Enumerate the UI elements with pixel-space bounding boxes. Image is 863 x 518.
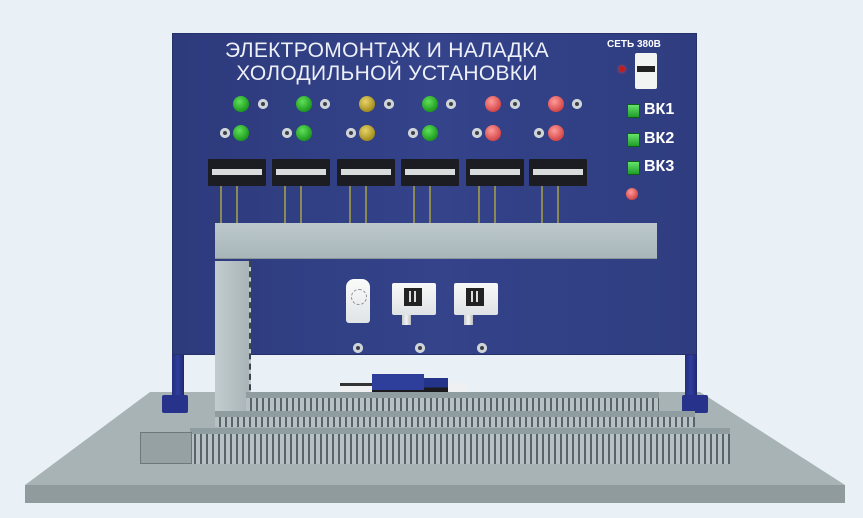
socket-icon[interactable] bbox=[258, 99, 268, 109]
training-panel: ЭЛЕКТРОМОНТАЖ И НАЛАДКА ХОЛОДИЛЬНОЙ УСТА… bbox=[172, 33, 697, 421]
terminal-block bbox=[208, 159, 266, 186]
indicator-lamp-red bbox=[485, 96, 501, 112]
indicator-lamp-yellow bbox=[359, 96, 375, 112]
terminal-block bbox=[337, 159, 395, 186]
socket-icon[interactable] bbox=[353, 343, 363, 353]
terminal-block bbox=[529, 159, 587, 186]
socket-icon[interactable] bbox=[415, 343, 425, 353]
switch-led-icon bbox=[627, 104, 640, 118]
socket-icon[interactable] bbox=[220, 128, 230, 138]
socket-icon[interactable] bbox=[320, 99, 330, 109]
thermostat[interactable] bbox=[346, 279, 370, 323]
socket-icon[interactable] bbox=[282, 128, 292, 138]
switch-led-icon bbox=[627, 133, 640, 147]
horizontal-cable-duct bbox=[215, 223, 657, 258]
right-foot bbox=[682, 395, 708, 413]
network-label: СЕТЬ 380В bbox=[607, 39, 661, 50]
terminal-block bbox=[466, 159, 524, 186]
switch-label: ВК2 bbox=[644, 130, 675, 147]
indicator-lamp-green bbox=[296, 125, 312, 141]
cable-duct-side bbox=[140, 432, 192, 464]
cable-duct-front bbox=[190, 428, 730, 464]
left-foot bbox=[162, 395, 188, 413]
socket-icon[interactable] bbox=[408, 128, 418, 138]
socket-icon[interactable] bbox=[477, 343, 487, 353]
cable-duct-middle bbox=[215, 411, 695, 427]
socket-icon[interactable] bbox=[572, 99, 582, 109]
panel-title: ЭЛЕКТРОМОНТАЖ И НАЛАДКА ХОЛОДИЛЬНОЙ УСТА… bbox=[172, 39, 602, 85]
cable-duct-back bbox=[246, 392, 659, 412]
indicator-lamp-green bbox=[296, 96, 312, 112]
socket-icon[interactable] bbox=[384, 99, 394, 109]
socket-icon[interactable] bbox=[510, 99, 520, 109]
title-line-2: ХОЛОДИЛЬНОЙ УСТАНОВКИ bbox=[236, 62, 538, 85]
circuit-breaker[interactable] bbox=[635, 53, 657, 89]
indicator-lamp-green bbox=[233, 125, 249, 141]
socket-icon[interactable] bbox=[346, 128, 356, 138]
indicator-lamp-red bbox=[548, 125, 564, 141]
indicator-lamp-green bbox=[422, 96, 438, 112]
socket-icon[interactable] bbox=[446, 99, 456, 109]
alarm-lamp bbox=[626, 188, 638, 200]
indicator-lamp-yellow bbox=[359, 125, 375, 141]
title-line-1: ЭЛЕКТРОМОНТАЖ И НАЛАДКА bbox=[225, 39, 549, 62]
indicator-lamp-red bbox=[548, 96, 564, 112]
terminal-block bbox=[272, 159, 330, 186]
vertical-cable-duct bbox=[215, 261, 251, 421]
pressure-relay-2[interactable] bbox=[454, 283, 498, 325]
socket-icon[interactable] bbox=[534, 128, 544, 138]
indicator-lamp-green bbox=[233, 96, 249, 112]
switch-label: ВК3 bbox=[644, 158, 675, 175]
pressure-relay-1[interactable] bbox=[392, 283, 436, 325]
socket-icon[interactable] bbox=[472, 128, 482, 138]
switch-led-icon bbox=[627, 161, 640, 175]
indicator-lamp-green bbox=[422, 125, 438, 141]
terminal-block bbox=[401, 159, 459, 186]
indicator-lamp-red bbox=[485, 125, 501, 141]
power-indicator-icon bbox=[619, 66, 625, 72]
switch-label: ВК1 bbox=[644, 101, 675, 118]
